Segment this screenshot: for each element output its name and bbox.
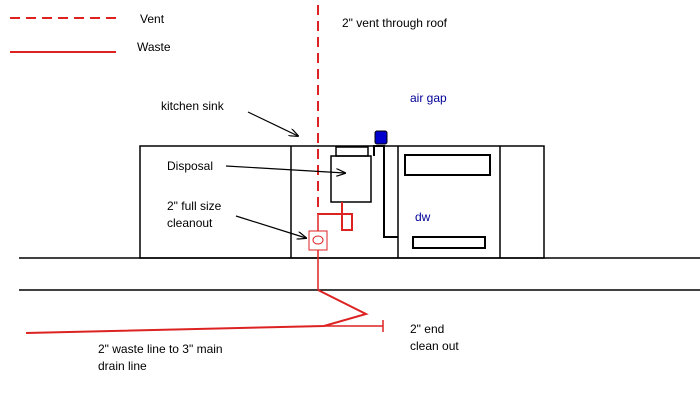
dishwasher-top-panel [404, 154, 491, 176]
cleanout-plug [312, 235, 324, 245]
cleanout-pointer [235, 215, 306, 238]
air-gap-label: air gap [410, 91, 447, 105]
cleanout-label: 2" full size cleanout [167, 199, 222, 230]
dishwasher-label: dw [415, 210, 431, 224]
disposal-trap-arm [318, 202, 353, 231]
waste-line-label: 2" waste line to 3" main drain line [98, 342, 223, 373]
end-cleanout-label: 2" end clean out [410, 322, 459, 353]
vent-roof-label: 2" vent through roof [342, 16, 447, 30]
legend-vent-label: Vent [140, 12, 165, 26]
legend-waste-label: Waste [137, 40, 171, 54]
dishwasher-bottom-panel [412, 236, 486, 249]
disposal-unit [330, 155, 372, 203]
air-gap-fitting [374, 130, 388, 145]
cleanout-fitting [308, 230, 328, 251]
dishwasher-drain-hose [373, 145, 398, 238]
kitchen-sink-label: kitchen sink [161, 99, 224, 113]
disposal-flange [335, 146, 369, 157]
cabinet-run [139, 145, 545, 259]
disposal-label: Disposal [167, 159, 214, 173]
waste-drain-run [25, 289, 369, 334]
disposal-pointer [225, 165, 345, 173]
kitchen-sink-pointer [247, 111, 298, 136]
